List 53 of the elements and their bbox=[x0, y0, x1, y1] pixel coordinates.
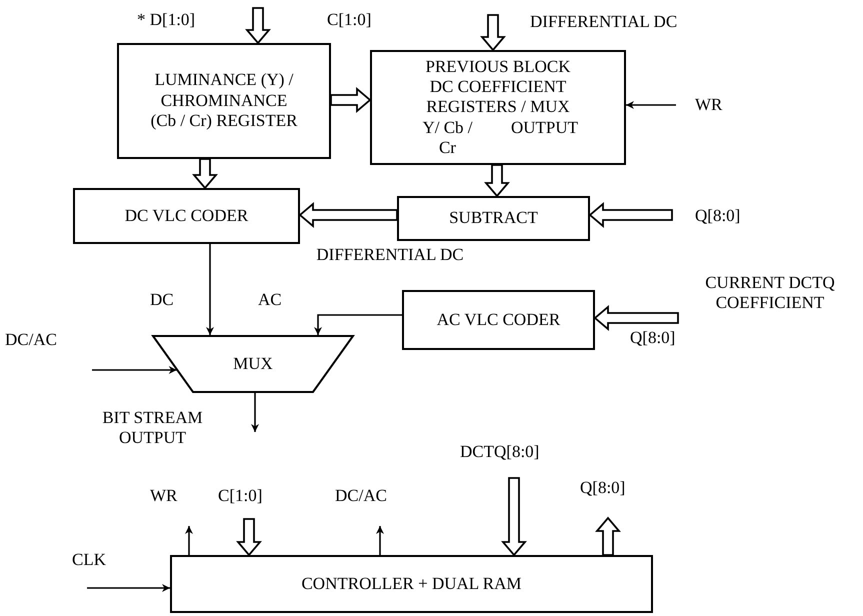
block-label: MUX bbox=[233, 354, 273, 374]
signal-label: Q[8:0] bbox=[580, 478, 626, 498]
bus-arrow bbox=[501, 477, 527, 556]
bus-arrow bbox=[588, 202, 673, 228]
signal-label: Q[8:0] bbox=[695, 206, 740, 226]
register-box bbox=[117, 43, 331, 159]
signal-label: CLK bbox=[72, 550, 106, 570]
bus-arrow bbox=[192, 158, 218, 190]
bus-arrow bbox=[480, 14, 506, 52]
signal-arrow bbox=[87, 584, 170, 592]
bus-arrow bbox=[298, 202, 398, 228]
signal-label: WR bbox=[695, 95, 722, 116]
bus-arrow bbox=[594, 305, 679, 331]
bus-arrow bbox=[595, 516, 621, 556]
signal-arrow bbox=[251, 393, 259, 432]
register-mux-box bbox=[370, 50, 626, 165]
signal-arrow bbox=[376, 526, 384, 555]
block-label: AC VLC CODER bbox=[436, 310, 560, 330]
block-label: OUTPUT bbox=[510, 118, 578, 139]
signal-label: DC/AC bbox=[335, 486, 387, 506]
block-label: LUMINANCE (Y) / CHROMINANCE (Cb / Cr) REGISTER bbox=[150, 70, 298, 132]
coder-box bbox=[402, 290, 595, 350]
signal-label: DC/AC bbox=[5, 330, 57, 350]
block-label: SUBTRACT bbox=[449, 208, 538, 229]
signal-label: C[1:0] bbox=[327, 10, 372, 30]
controller-box bbox=[170, 555, 653, 613]
signal-arrow bbox=[185, 526, 193, 555]
coder-box bbox=[73, 188, 300, 244]
signal-label: C[1:0] bbox=[218, 486, 262, 506]
signal-label: WR bbox=[150, 486, 178, 506]
signal-label: Q[8:0] bbox=[630, 328, 676, 348]
signal-label: DC bbox=[150, 290, 174, 310]
multiplexer-symbol bbox=[152, 335, 354, 393]
signal-label: * D[1:0] bbox=[137, 10, 196, 30]
block-label: DC VLC CODER bbox=[124, 206, 248, 226]
bus-arrow bbox=[236, 518, 262, 556]
block-label: PREVIOUS BLOCK DC COEFFICIENT REGISTERS / MUX bbox=[424, 56, 572, 118]
block-label: Y/ Cb / Cr bbox=[421, 118, 474, 158]
bus-arrow bbox=[484, 164, 510, 198]
subtractor-box bbox=[397, 196, 590, 241]
signal-label: AC bbox=[258, 290, 282, 310]
signal-label: BIT STREAM OUTPUT bbox=[101, 408, 204, 449]
signal-label: DCTQ[8:0] bbox=[460, 442, 540, 462]
signal-arrow bbox=[206, 244, 214, 335]
signal-label: DIFFERENTIAL DC bbox=[315, 245, 465, 266]
signal-arrow bbox=[626, 101, 676, 109]
signal-arrow bbox=[92, 366, 177, 374]
signal-label: CURRENT DCTQ COEFFICIENT bbox=[704, 273, 836, 314]
bus-arrow bbox=[245, 7, 271, 44]
block-label: CONTROLLER + DUAL RAM bbox=[301, 574, 522, 594]
signal-arrow bbox=[314, 314, 402, 335]
signal-label: DIFFERENTIAL DC bbox=[530, 12, 678, 32]
bus-arrow bbox=[330, 87, 372, 113]
